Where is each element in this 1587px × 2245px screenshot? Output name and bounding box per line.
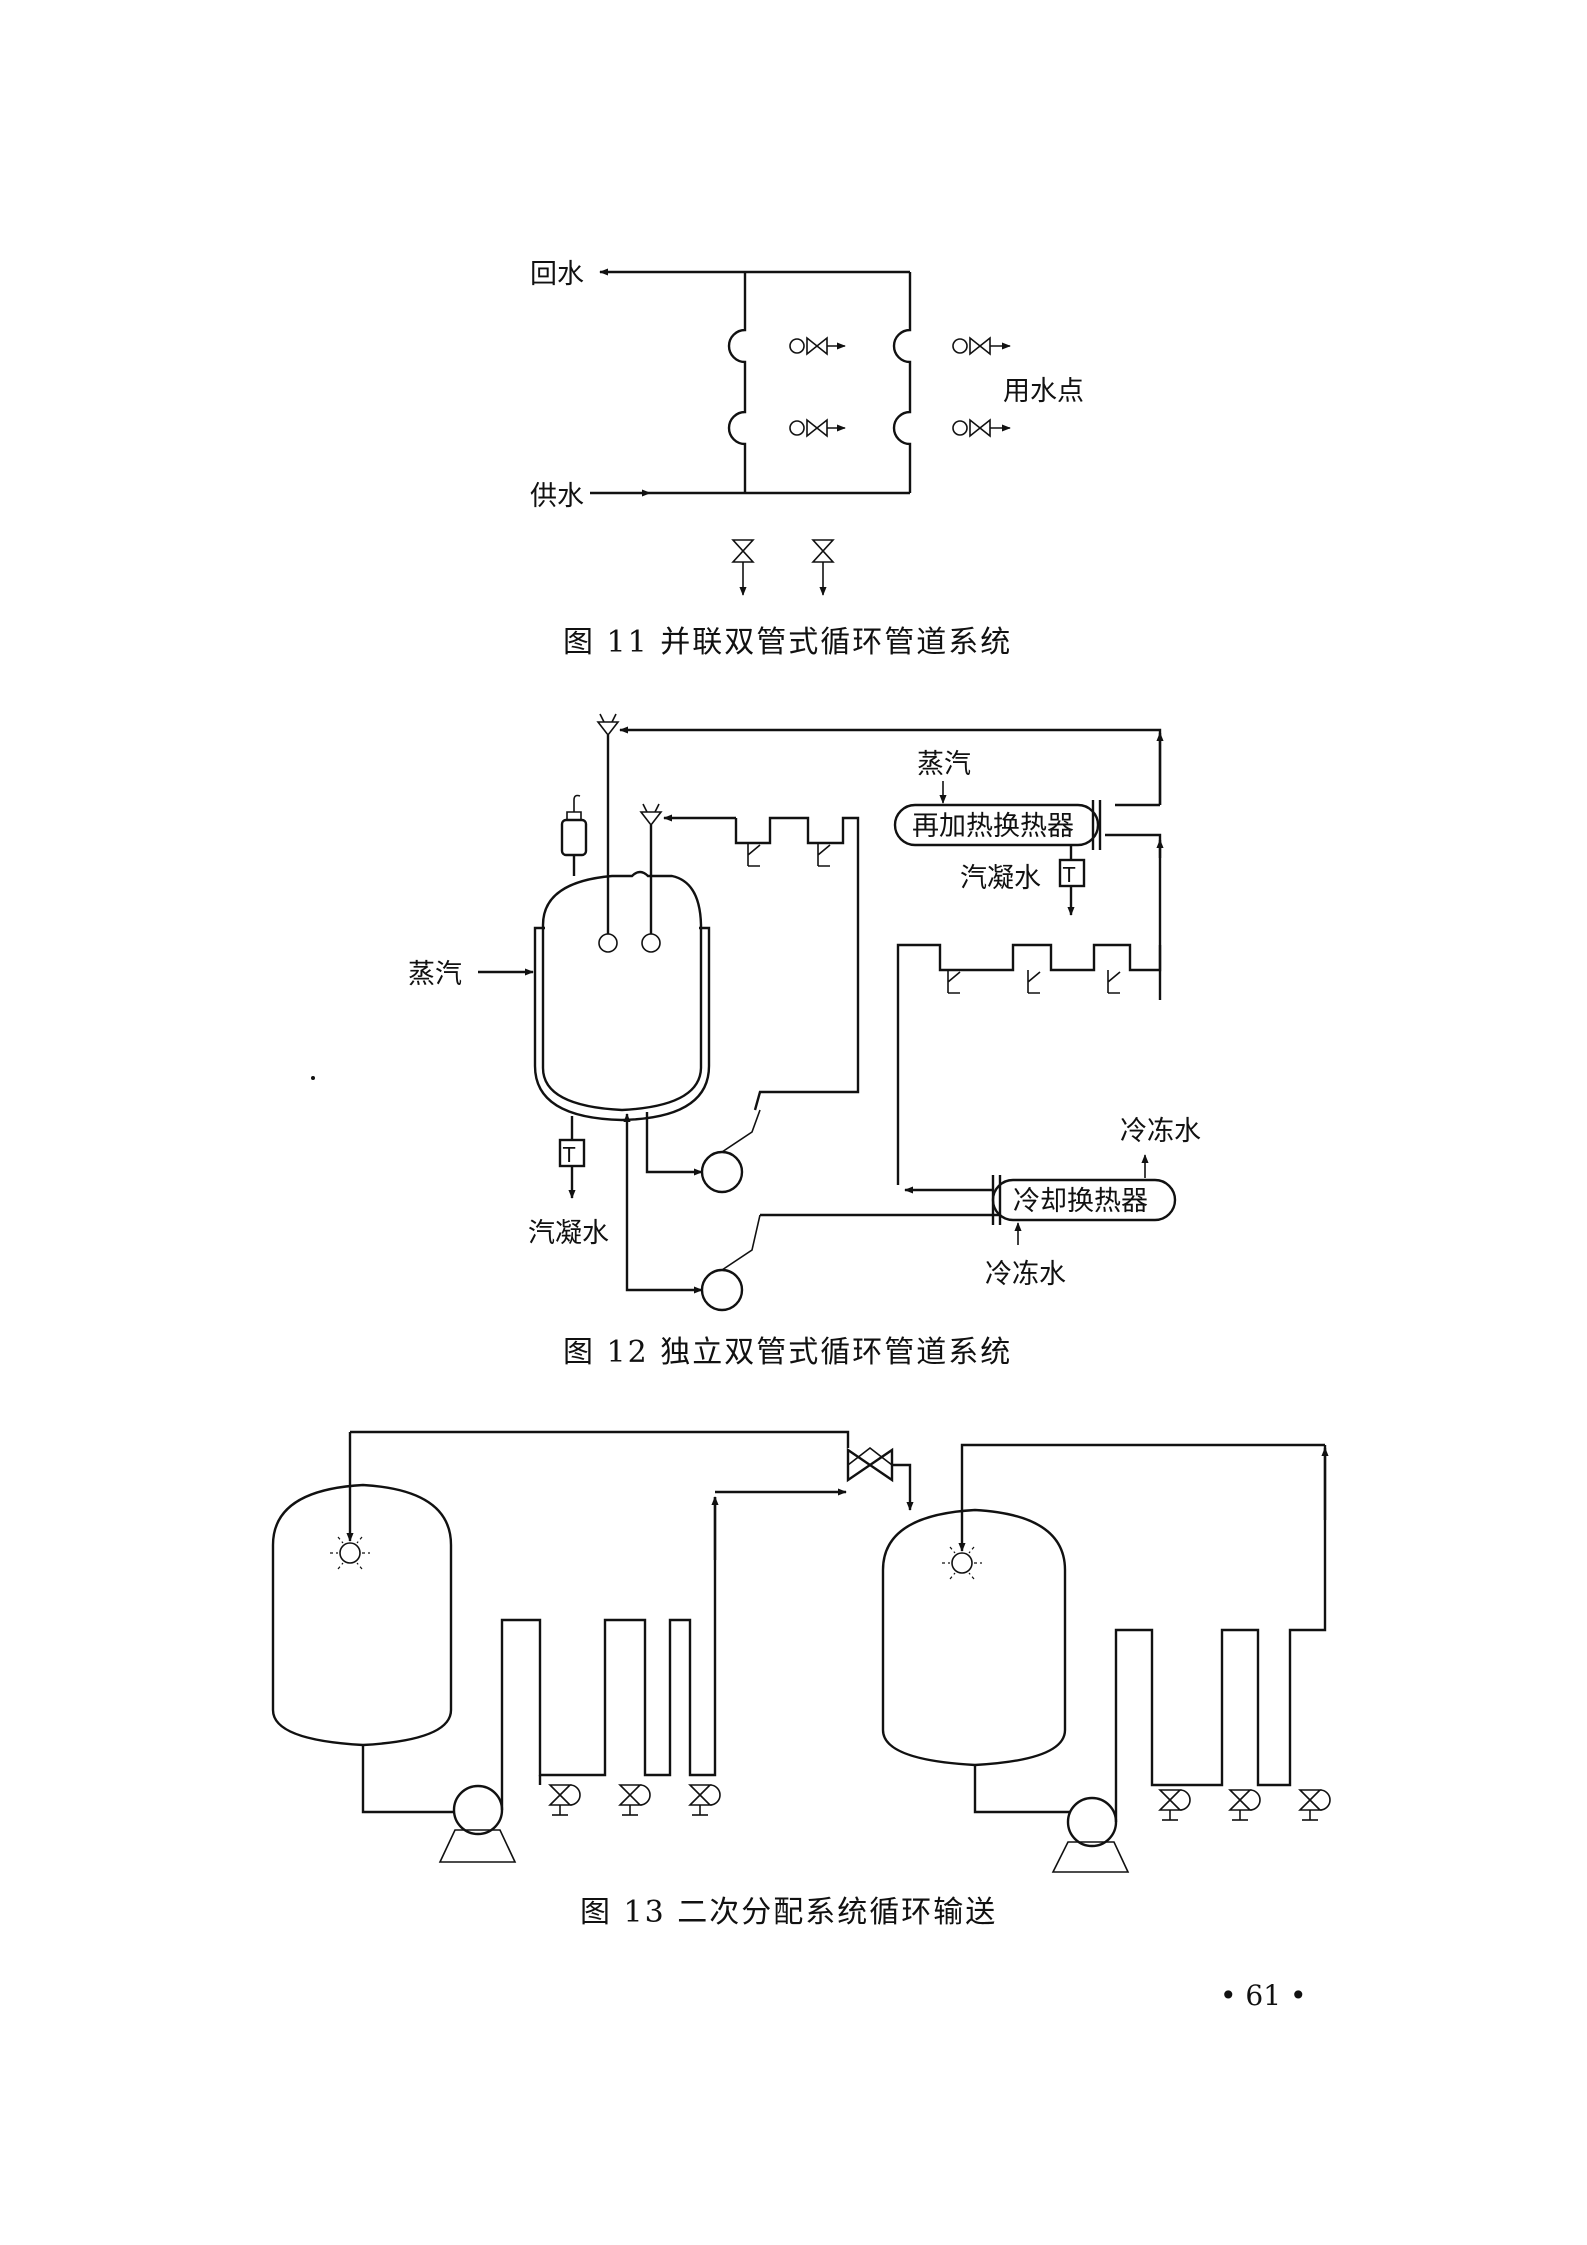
vent-filter-icon — [560, 794, 588, 876]
stray-mark — [311, 1076, 315, 1080]
steam-left-label: 蒸汽 — [408, 959, 462, 990]
use-valve-4 — [1027, 970, 1041, 994]
pump-1-suction — [645, 1112, 703, 1176]
drain-valve-left — [731, 539, 755, 596]
figure-13-caption: 图 13 二次分配系统循环输送 — [580, 1895, 997, 1930]
reactor-vessel — [541, 870, 703, 1112]
pump-2-suction — [623, 1113, 703, 1294]
right-use-valve-1 — [1158, 1789, 1191, 1821]
valve-branch-3 — [952, 336, 1011, 356]
transfer-valve-icon — [846, 1446, 894, 1483]
figure-11: 回水 供水 用水点 — [530, 259, 1084, 660]
valve-branch-2 — [789, 418, 846, 438]
chilled-water-in-label: 冷冻水 — [985, 1259, 1066, 1290]
right-pump-icon — [1051, 1796, 1130, 1873]
pump-1-icon — [700, 1109, 761, 1194]
left-trap-symbol: T — [562, 1143, 576, 1167]
left-distribution-loop — [500, 1497, 717, 1810]
top-trap-symbol: T — [1062, 863, 1076, 887]
drain-valve-right — [811, 539, 835, 596]
transfer-to-right-tank — [892, 1463, 914, 1511]
use-valve-2 — [817, 843, 831, 867]
cooling-exchanger-label: 冷却换热器 — [1013, 1186, 1148, 1217]
figure-12: T 汽凝水 蒸汽 再加热换热器 蒸汽 T 汽凝水 冷却换热器 冷冻水 — [408, 713, 1201, 1370]
right-use-valve-2 — [1228, 1789, 1261, 1821]
use-point-label: 用水点 — [1003, 376, 1084, 407]
left-riser — [727, 272, 747, 493]
left-use-valve-3 — [688, 1784, 721, 1816]
use-valve-1 — [747, 843, 761, 867]
reheat-exchanger-body — [893, 803, 1100, 847]
figure-12-caption: 图 12 独立双管式循环管道系统 — [563, 1335, 1012, 1370]
supply-water-label: 供水 — [530, 481, 584, 512]
vessel-jacket — [533, 926, 711, 1122]
cold-loop-return — [1105, 833, 1162, 1000]
right-tank — [881, 1508, 1067, 1767]
top-trap-box — [1058, 858, 1086, 888]
left-pump-suction — [361, 1745, 455, 1814]
page-number: • 61 • — [1220, 1979, 1306, 2012]
hot-loop-pipe — [734, 816, 860, 1111]
cold-use-loop — [896, 943, 1162, 1185]
condensate-top-label: 汽凝水 — [960, 863, 1041, 894]
figure-13: 图 13 二次分配系统循环输送 — [271, 1430, 1331, 1930]
return-water-label: 回水 — [530, 259, 584, 290]
condensate-bottom-label: 汽凝水 — [528, 1218, 609, 1249]
left-tank — [271, 1483, 453, 1747]
spray-ball-2 — [641, 933, 661, 953]
use-valve-3 — [947, 970, 961, 994]
reheat-exchanger-label: 再加热换热器 — [912, 811, 1074, 842]
valve-branch-1 — [789, 336, 846, 356]
left-use-valve-1 — [548, 1784, 581, 1816]
spray-ball-1 — [598, 933, 618, 953]
hot-return-line — [619, 726, 1162, 805]
top-spray-valve-icon — [596, 713, 620, 737]
figure-11-caption: 图 11 并联双管式循环管道系统 — [563, 625, 1012, 660]
right-pump-suction — [973, 1765, 1070, 1814]
right-use-valve-3 — [1298, 1789, 1331, 1821]
second-spray-valve-icon — [639, 803, 663, 827]
left-pump-icon — [438, 1784, 517, 1863]
transfer-line-top — [350, 1430, 850, 1448]
valve-branch-4 — [952, 418, 1011, 438]
right-tank-inlet — [958, 1443, 1325, 1552]
steam-top-label: 蒸汽 — [917, 749, 971, 780]
right-riser — [892, 272, 912, 493]
right-distribution-loop — [1114, 1445, 1327, 1822]
left-use-valve-2 — [618, 1784, 651, 1816]
chilled-water-out-label: 冷冻水 — [1120, 1116, 1201, 1147]
pump-2-icon — [700, 1214, 761, 1312]
right-tank-spray-ball-icon — [942, 1546, 982, 1580]
left-tank-spray-ball-icon — [330, 1536, 370, 1570]
use-valve-5 — [1107, 970, 1121, 994]
